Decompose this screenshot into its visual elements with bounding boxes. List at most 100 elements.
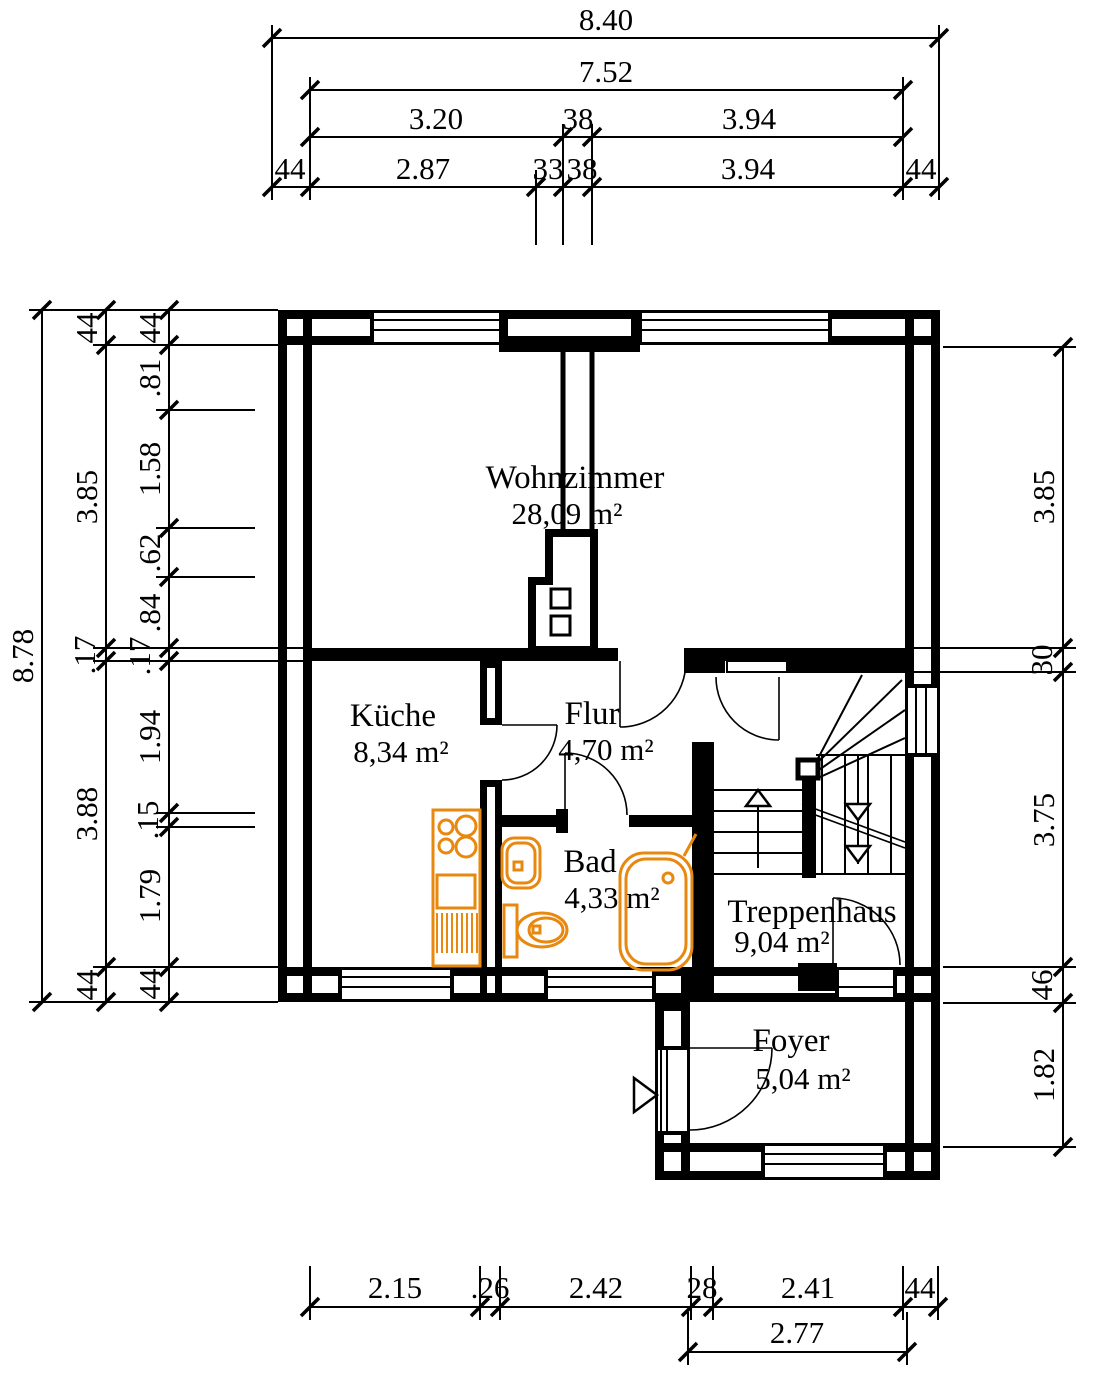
window-top-left — [370, 310, 504, 345]
walls — [278, 310, 940, 1180]
wall-flur-north — [684, 648, 905, 661]
dim-left-m5: 44 — [69, 969, 104, 1001]
room-label-kueche: Küche — [350, 698, 436, 734]
dim-left-i3: 1.58 — [132, 442, 167, 496]
dim-top-overall: 8.40 — [579, 2, 633, 37]
room-label-wohnzimmer: Wohnzimmer — [486, 460, 665, 496]
dimension-chain-top: 8.40 7.52 3.20 38 3.94 44 2.87 33 38 3.9… — [261, 2, 950, 245]
dim-top-r4-a: 44 — [275, 151, 307, 186]
door-entrance — [689, 1047, 773, 1131]
dim-right-5: 1.82 — [1026, 1048, 1061, 1102]
window-stair-landing — [905, 684, 940, 757]
handrail-line-1 — [801, 803, 906, 843]
doors — [501, 660, 901, 1131]
dim-left-i7: 1.94 — [132, 709, 167, 764]
dim-left-i2: .81 — [132, 359, 167, 398]
stair-up-arrow — [743, 787, 773, 868]
door-bad — [564, 752, 628, 816]
cooktop-burner — [454, 835, 478, 859]
room-label-flur: Flur — [564, 696, 619, 732]
dim-top-r3-b: 38 — [563, 101, 594, 136]
dim-left-i5: .84 — [132, 593, 167, 632]
room-label-bad: Bad — [563, 844, 617, 880]
room-area-foyer: 5,04 m² — [755, 1061, 850, 1096]
dimension-chain-right: 3.85 30 3.75 46 1.82 — [910, 336, 1078, 1158]
wall-left — [278, 310, 312, 1002]
wall-flur-north-west — [684, 661, 725, 673]
entrance-arrow — [632, 1075, 660, 1115]
wall-flur-north-east — [787, 661, 905, 673]
room-area-wohnzimmer: 28,09 m² — [512, 496, 623, 531]
dim-top-r4-b: 2.87 — [396, 151, 450, 186]
dim-left-m4: 3.88 — [69, 787, 104, 841]
dim-left-i10: 44 — [132, 968, 167, 1000]
room-labels: Wohnzimmer 28,09 m² Küche 8,34 m² Flur 4… — [350, 460, 897, 1096]
kitchen-sink — [435, 873, 477, 910]
dim-left-i8: .15 — [130, 801, 165, 840]
door-wohnzimmer — [619, 660, 687, 728]
chimney-flue-2 — [549, 614, 572, 637]
dim-bottom-r1-f: 44 — [905, 1270, 937, 1305]
opening-treppenhaus-foyer — [798, 963, 897, 1002]
dim-right-3: 3.75 — [1026, 793, 1061, 847]
cooktop-burner — [437, 818, 455, 836]
chimney-flue-1 — [549, 587, 572, 610]
wall-kueche-east-lower — [480, 780, 502, 1002]
kitchen-counter — [431, 808, 482, 968]
window-top-right — [638, 310, 832, 345]
door-treppenhaus — [715, 676, 780, 741]
door-treppenhaus-foyer — [832, 897, 901, 966]
wall-treppenhaus-west — [692, 742, 714, 1002]
window-kueche — [338, 967, 454, 1002]
toilet — [502, 903, 569, 959]
staircase — [714, 674, 906, 878]
dim-top-inner-overall: 7.52 — [579, 54, 633, 89]
pier-top — [499, 310, 640, 352]
cooktop-burner — [437, 837, 455, 855]
chimney-body — [528, 529, 598, 654]
dim-top-r3-a: 3.20 — [409, 101, 463, 136]
newel-post — [795, 757, 821, 781]
window-bad — [544, 967, 656, 1002]
dim-left-m1: 44 — [69, 312, 104, 344]
dim-right-2: 30 — [1024, 645, 1059, 676]
dim-left-i1: 44 — [132, 312, 167, 344]
room-label-foyer: Foyer — [753, 1023, 830, 1059]
dim-bottom-r1-b: .26 — [471, 1270, 510, 1305]
dim-bottom-r1-e: 2.41 — [781, 1270, 835, 1305]
wall-right — [905, 310, 940, 1180]
dim-left-i4: .62 — [132, 534, 167, 573]
washbasin — [500, 836, 542, 890]
dim-left-m3: .17 — [67, 636, 102, 675]
kitchen-drainer — [436, 913, 478, 953]
dim-top-r3-c: 3.94 — [722, 101, 777, 136]
dim-top-r4-e: 3.94 — [721, 151, 776, 186]
stair-spine-wall — [802, 778, 816, 878]
dim-top-r4-c: 33 — [533, 151, 564, 186]
wall-bad-north-west — [502, 815, 567, 827]
wall-bad-north-jamb — [556, 809, 568, 833]
dim-bottom-r2-a: 2.77 — [770, 1315, 824, 1350]
window-foyer — [761, 1143, 887, 1180]
dim-bottom-r1-a: 2.15 — [368, 1270, 422, 1305]
dim-top-r4-d: 38 — [567, 151, 598, 186]
dimension-chain-bottom: 2.15 .26 2.42 28 2.41 44 2.77 — [299, 1266, 949, 1367]
stair-down-arrow — [843, 756, 873, 865]
room-area-treppenhaus: 9,04 m² — [734, 924, 829, 959]
room-area-flur: 4,70 m² — [558, 732, 653, 767]
bathtub — [618, 833, 698, 972]
dim-bottom-r1-d: 28 — [687, 1270, 718, 1305]
dim-left-m2: 3.85 — [69, 470, 104, 524]
opening-entrance — [655, 1046, 690, 1135]
dim-left-i6: .17 — [122, 637, 157, 676]
room-area-bad: 4,33 m² — [564, 880, 659, 915]
dim-right-4: 46 — [1024, 970, 1059, 1001]
lintel-treppenhaus — [726, 660, 788, 673]
room-area-kueche: 8,34 m² — [353, 734, 448, 769]
dim-left-overall: 8.78 — [5, 629, 40, 683]
handrail-line-2 — [801, 809, 906, 849]
dim-top-r4-f: 44 — [906, 151, 938, 186]
